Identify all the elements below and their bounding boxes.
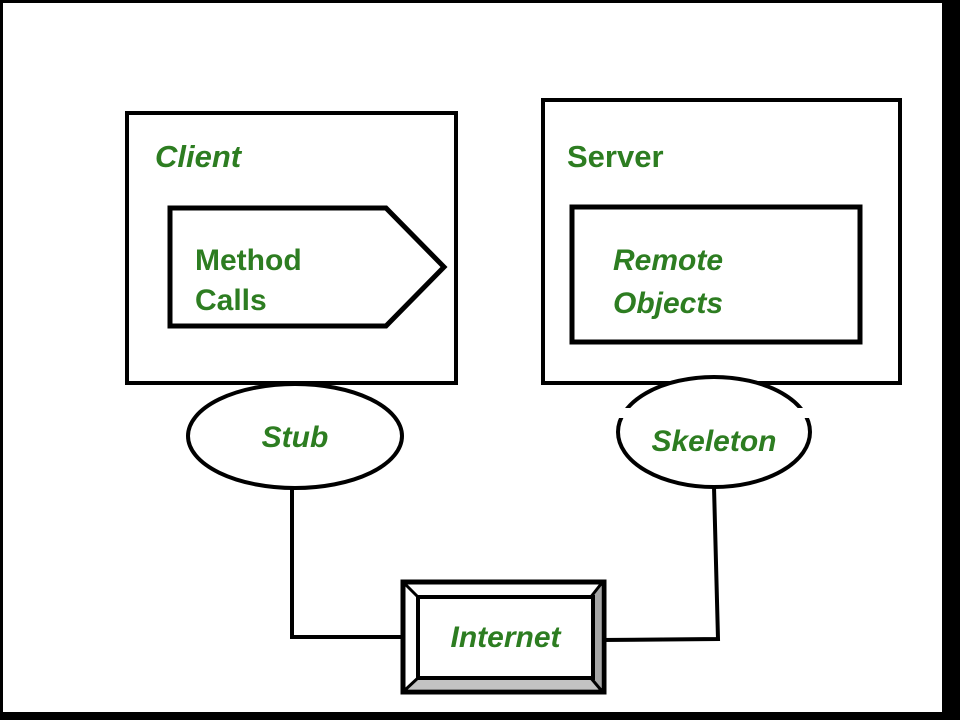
server-label: Server (567, 139, 664, 174)
stub-internet-connector (290, 488, 405, 639)
internet-box-inner (416, 595, 595, 680)
internet-label: Internet (450, 621, 561, 654)
skeleton-ellipse-gap-patch (612, 408, 816, 418)
remote-objects-box (569, 204, 863, 345)
skeleton-internet-connector (599, 486, 721, 642)
stub-label: Stub (261, 421, 329, 454)
skeleton-label: Skeleton (651, 425, 777, 458)
client-label: Client (155, 139, 242, 174)
method-calls-arrow (167, 205, 448, 329)
internet-box (400, 579, 607, 695)
stub-ellipse (186, 382, 404, 490)
remote-objects-label: Remote Objects (613, 244, 724, 320)
method-calls-label: Method Calls (195, 244, 302, 317)
